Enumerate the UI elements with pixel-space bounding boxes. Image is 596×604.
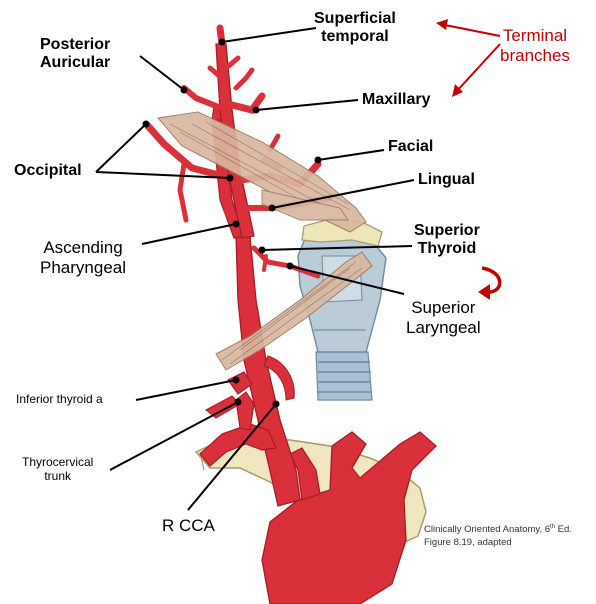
label-maxillary: Maxillary xyxy=(362,91,431,108)
label-r-cca: R CCA xyxy=(162,516,215,535)
leader-lines xyxy=(95,27,415,511)
label-superior-laryngeal: Superior Laryngeal xyxy=(406,298,481,337)
common-carotid-artery xyxy=(235,235,301,507)
citation-line1-prefix: Clinically Oriented Anatomy, 6 xyxy=(424,524,551,536)
label-occipital: Occipital xyxy=(14,162,82,179)
citation-line2: Figure 8.19, adapted xyxy=(424,536,512,548)
label-inferior-thyroid: Inferior thyroid a xyxy=(16,392,103,406)
omohyoid-muscle xyxy=(215,251,373,371)
label-superior-thyroid-line1: Superior xyxy=(414,222,480,239)
label-ascending-pharyngeal: Ascending Pharyngeal xyxy=(40,238,126,277)
trachea xyxy=(315,351,373,401)
superior-thyroid-branch xyxy=(251,245,321,279)
label-facial: Facial xyxy=(388,138,434,155)
curved-arrow-icon xyxy=(478,266,502,300)
label-terminal-branches: Terminal branches xyxy=(500,26,570,65)
posterior-auricular-branch xyxy=(181,85,229,113)
occipital-branch xyxy=(144,122,234,223)
citation-line1: Clinically Oriented Anatomy, 6th Ed. xyxy=(424,524,594,537)
label-superficial-temporal-line1: Superficial xyxy=(314,10,396,27)
label-terminal-branches-line2: branches xyxy=(500,45,570,65)
arrowheads xyxy=(436,19,463,97)
label-thyrocervical-trunk-line1: Thyrocervical xyxy=(22,455,94,469)
label-lingual: Lingual xyxy=(418,171,475,188)
label-ascending-pharyngeal-line1: Ascending xyxy=(43,238,123,257)
label-ascending-pharyngeal-line2: Pharyngeal xyxy=(40,257,127,277)
label-terminal-branches-line1: Terminal xyxy=(502,26,568,45)
label-thyrocervical-trunk-line2: trunk xyxy=(44,468,72,483)
terminal-branches-arrows xyxy=(439,23,501,93)
label-superior-thyroid: Superior Thyroid xyxy=(414,222,480,259)
digastric-stylohyoid-muscles xyxy=(157,111,367,233)
label-superior-laryngeal-line1: Superior xyxy=(411,298,476,317)
maxillary-branch xyxy=(224,67,266,114)
label-superior-laryngeal-line2: Laryngeal xyxy=(406,317,481,337)
leader-dots xyxy=(142,38,322,408)
subclavian-artery xyxy=(199,355,295,467)
citation-line1-suffix: Ed. xyxy=(555,524,572,536)
label-superficial-temporal-line2: temporal xyxy=(321,28,389,46)
label-posterior-auricular-line2: Auricular xyxy=(40,54,111,72)
label-posterior-auricular: Posterior Auricular xyxy=(40,36,110,73)
label-thyrocervical-trunk: Thyrocervical trunk xyxy=(22,455,94,484)
label-posterior-auricular-line1: Posterior xyxy=(40,36,111,53)
citation-line1-sup: th xyxy=(550,524,556,530)
label-superior-thyroid-line2: Thyroid xyxy=(417,240,477,258)
citation: Clinically Oriented Anatomy, 6th Ed. Fig… xyxy=(424,524,594,549)
label-superficial-temporal: Superficial temporal xyxy=(314,10,396,47)
